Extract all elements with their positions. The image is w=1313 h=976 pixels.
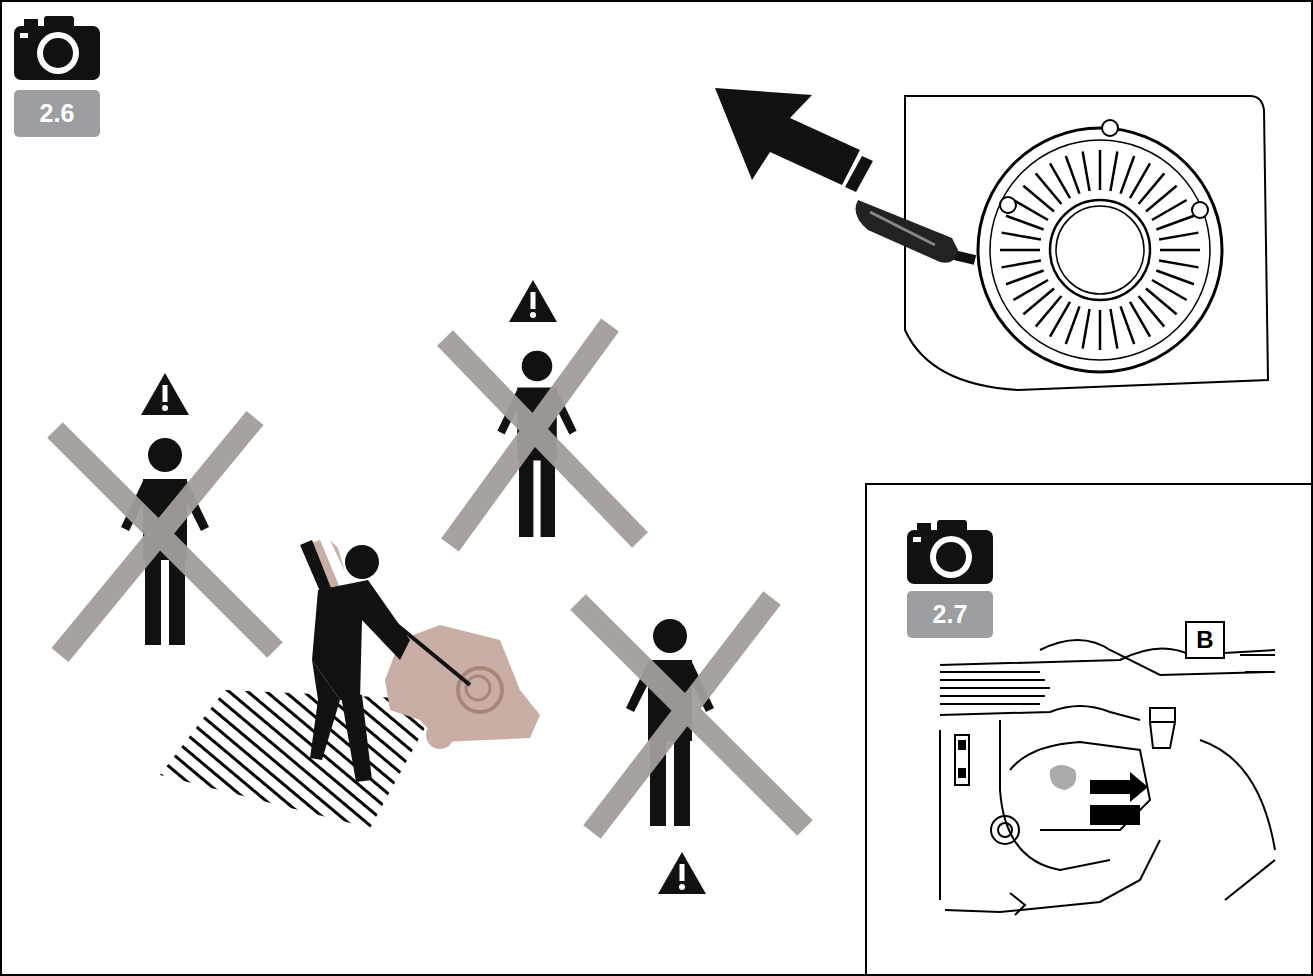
grille-slot bbox=[1156, 271, 1194, 285]
grille-slot bbox=[1110, 152, 1117, 191]
label-text: 2.7 bbox=[933, 600, 968, 629]
grille-slot bbox=[1156, 216, 1194, 230]
grille-slot bbox=[1159, 233, 1198, 240]
grille-slot bbox=[1152, 200, 1187, 220]
grille-slot bbox=[1050, 163, 1070, 198]
figure-number-badge: 2.6 bbox=[14, 90, 100, 137]
grille-slot bbox=[1013, 280, 1048, 300]
grille-slot bbox=[1000, 249, 1040, 252]
grille-slot bbox=[1121, 156, 1135, 194]
grille-slot bbox=[1066, 306, 1080, 344]
grille-slot bbox=[1121, 306, 1135, 344]
grille-slot bbox=[1130, 302, 1150, 337]
grille-slot bbox=[1159, 260, 1198, 267]
label-text: 2.6 bbox=[40, 99, 75, 128]
figure-number-badge: 2.7 bbox=[907, 591, 993, 638]
grille-slot bbox=[1002, 260, 1041, 267]
grille-slot bbox=[1110, 309, 1117, 348]
grille-slot bbox=[1006, 271, 1044, 285]
grille-slot bbox=[1099, 150, 1102, 190]
grille-slot bbox=[1160, 249, 1200, 252]
grille-slot bbox=[1083, 152, 1090, 191]
grille-slot bbox=[1066, 156, 1080, 194]
grille-slot bbox=[1099, 310, 1102, 350]
grille-slot bbox=[1002, 233, 1041, 240]
label-text: B bbox=[1196, 626, 1213, 654]
part-letter-box: B bbox=[1185, 621, 1225, 659]
grille-slot bbox=[1083, 309, 1090, 348]
grille-slot bbox=[1006, 216, 1044, 230]
